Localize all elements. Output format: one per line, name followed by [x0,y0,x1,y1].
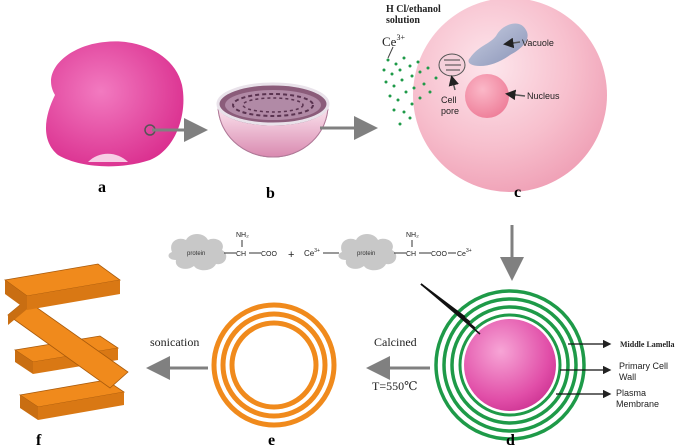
primary-wall-label-2: Wall [619,372,636,382]
cell-pore-label-2: pore [441,106,459,116]
ch-right: CH [406,251,416,258]
d-pointer-lines [420,283,481,335]
nucleus-label: Nucleus [527,91,560,101]
vacuole-label: Vacuole [522,38,554,48]
protein-blob-right [338,234,397,271]
primary-wall-label-1: Primary Cell [619,361,668,371]
ch-left: CH [236,251,246,258]
pollen-grain-a [45,41,184,167]
d-label-arrows [556,339,612,399]
cell-pore-label-1: Cell [441,95,457,105]
panel-label-d: d [506,432,515,448]
middle-lamella-label: Middle Lamella [620,340,674,349]
plasma-label-2: Membrane [616,399,659,409]
protein-blob-left [168,234,227,271]
ce-ion-label: Ce3+ [382,33,405,49]
panel-label-c: c [514,184,521,201]
plates-f [3,263,129,420]
hemisphere-b [216,82,330,158]
nucleus [465,74,509,118]
coo-right: COO [431,251,448,258]
ce-arrow-pointer [387,46,394,59]
rings-e [211,302,337,428]
solution-label-2: solution [386,15,420,26]
reaction-scheme: protein CH NH₂ COO + Ce3+ protein CH NH₂… [168,232,472,271]
ce-bound: Ce3+ [457,248,472,258]
temperature-label: T=550℃ [372,379,418,393]
calcined-label: Calcined [374,335,417,349]
panel-label-b: b [266,185,275,202]
panel-label-a: a [98,179,106,196]
cell-pore [438,53,466,77]
nh2-left: NH₂ [236,232,249,239]
panel-label-e: e [268,432,275,448]
protein-right-label: protein [357,251,375,257]
coo-left: COO [261,251,278,258]
ce-free-ion: Ce3+ [304,248,320,258]
plasma-label-1: Plasma [616,388,646,398]
nh2-right: NH₂ [406,232,419,239]
plus-sign: + [288,249,294,261]
sonication-label: sonication [150,335,199,349]
vacuole [468,23,528,66]
panel-label-f: f [36,432,42,448]
ce-ion-dots [382,56,438,126]
solution-label-1: H Cl/ethanol [386,4,441,15]
cell-d [434,289,586,441]
protein-left-label: protein [187,251,205,257]
c-pointer-lines [448,37,526,101]
